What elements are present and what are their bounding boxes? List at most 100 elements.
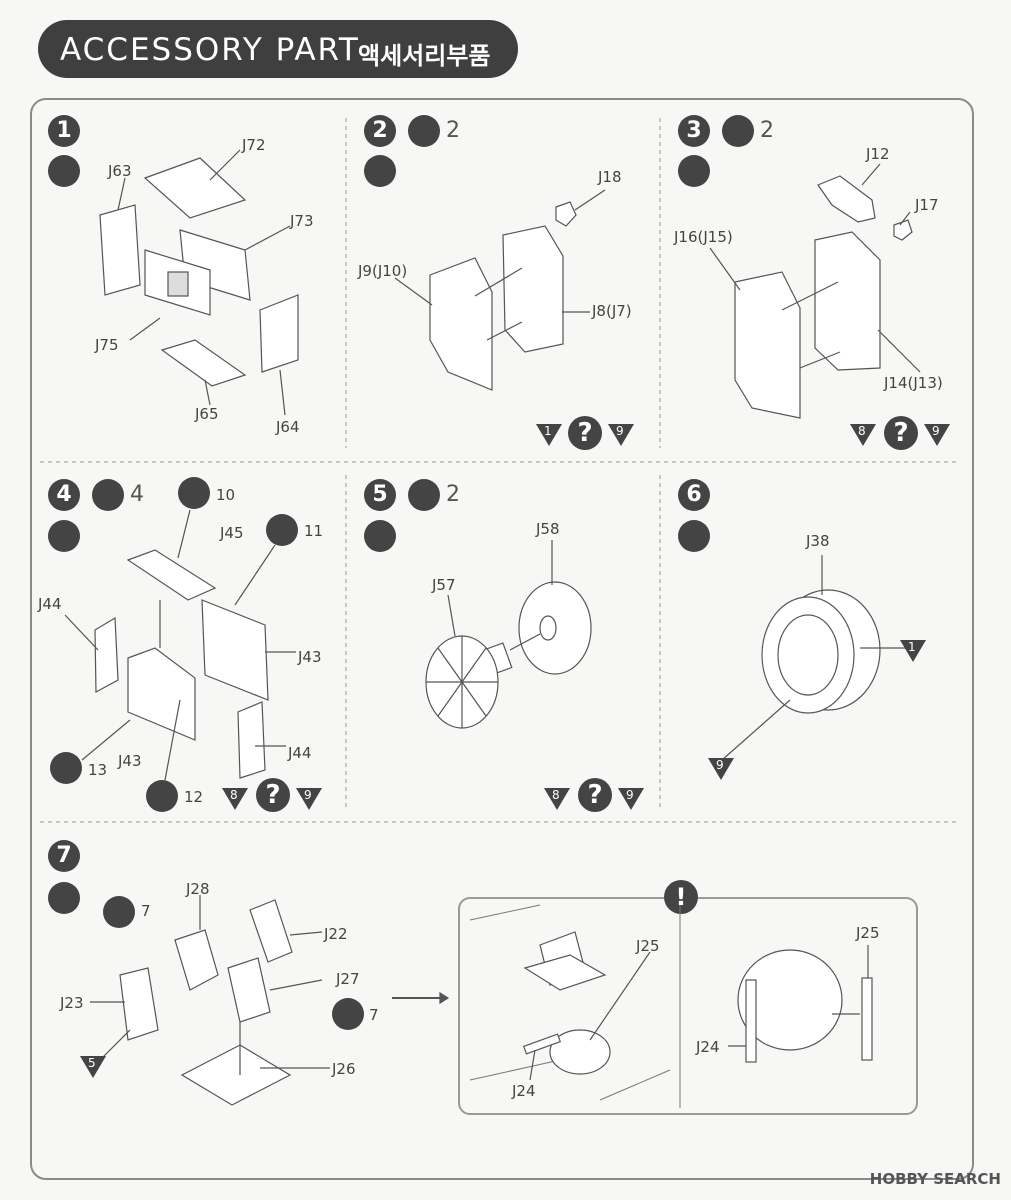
part-label: J26 — [332, 1060, 356, 1078]
glue-icon — [364, 155, 396, 187]
step-number: 6 — [678, 479, 710, 511]
step-number: 4 — [48, 479, 80, 511]
part-label: J18 — [598, 168, 622, 186]
triangle-ref-icon — [296, 788, 322, 810]
triangle-ref-label: 8 — [858, 424, 866, 438]
triangle-ref-icon — [536, 424, 562, 446]
star-number: 7 — [141, 902, 151, 920]
glue-icon — [678, 155, 710, 187]
part-label: J16(J15) — [674, 228, 733, 246]
triangle-ref-icon — [608, 424, 634, 446]
triangle-ref-label: 5 — [88, 1056, 96, 1070]
part-label: J43 — [118, 752, 142, 770]
repeat-icon — [92, 479, 124, 511]
part-label: J64 — [276, 418, 300, 436]
part-label: J73 — [290, 212, 314, 230]
part-label: J9(J10) — [358, 262, 408, 280]
triangle-ref-label: 9 — [626, 788, 634, 802]
triangle-ref-label: 8 — [230, 788, 238, 802]
question-icon: ? — [568, 416, 602, 450]
star-icon — [103, 896, 135, 928]
question-icon: ? — [884, 416, 918, 450]
glue-icon — [48, 155, 80, 187]
part-label: J45 — [220, 524, 244, 542]
star-icon — [266, 514, 298, 546]
part-label: J23 — [60, 994, 84, 1012]
part-label: J28 — [186, 880, 210, 898]
star-number: 10 — [216, 486, 236, 504]
repeat-icon — [722, 115, 754, 147]
part-label: J44 — [38, 595, 62, 613]
triangle-ref-icon — [924, 424, 950, 446]
part-label: J24 — [696, 1038, 720, 1056]
glue-icon — [48, 520, 80, 552]
part-label: J75 — [95, 336, 119, 354]
repeat-count: 2 — [760, 118, 774, 143]
watermark: HOBBY SEARCH — [869, 1170, 1001, 1188]
repeat-count: 4 — [130, 482, 144, 507]
star-number: 13 — [88, 761, 108, 779]
part-label: J17 — [915, 196, 939, 214]
repeat-count: 2 — [446, 118, 460, 143]
star-icon — [50, 752, 82, 784]
triangle-ref-label: 9 — [304, 788, 312, 802]
part-label: J38 — [806, 532, 830, 550]
step-number: 3 — [678, 115, 710, 147]
question-icon: ? — [256, 778, 290, 812]
part-label: J25 — [636, 937, 660, 955]
triangle-ref-icon — [618, 788, 644, 810]
star-icon — [332, 998, 364, 1030]
step-number: 1 — [48, 115, 80, 147]
warning-icon: ! — [664, 880, 698, 914]
star-number: 12 — [184, 788, 204, 806]
star-icon — [178, 477, 210, 509]
part-label: J12 — [866, 145, 890, 163]
triangle-ref-label: 9 — [932, 424, 940, 438]
triangle-ref-icon — [222, 788, 248, 810]
triangle-ref-icon — [544, 788, 570, 810]
section-title: ACCESSORY PART 액세서리부품 — [38, 20, 518, 78]
triangle-ref-icon — [708, 758, 734, 780]
star-number: 11 — [304, 522, 324, 540]
part-label: J43 — [298, 648, 322, 666]
glue-icon — [48, 882, 80, 914]
part-label: J22 — [324, 925, 348, 943]
repeat-count: 2 — [446, 482, 460, 507]
triangle-ref-icon — [850, 424, 876, 446]
part-label: J63 — [108, 162, 132, 180]
part-label: J27 — [336, 970, 360, 988]
title-korean: 액세서리부품 — [358, 42, 491, 70]
glue-icon — [678, 520, 710, 552]
title-english: ACCESSORY PART — [60, 32, 360, 68]
glue-icon — [364, 520, 396, 552]
steps-panel — [30, 98, 974, 1180]
part-label: J25 — [856, 924, 880, 942]
part-label: J65 — [195, 405, 219, 423]
part-label: J72 — [242, 136, 266, 154]
triangle-ref-icon — [900, 640, 926, 662]
star-number: 7 — [369, 1006, 379, 1024]
triangle-ref-label: 1 — [908, 640, 916, 654]
step-number: 5 — [364, 479, 396, 511]
triangle-ref-label: 9 — [616, 424, 624, 438]
triangle-ref-label: 1 — [544, 424, 552, 438]
triangle-ref-label: 8 — [552, 788, 560, 802]
question-icon: ? — [578, 778, 612, 812]
star-icon — [146, 780, 178, 812]
part-label: J8(J7) — [592, 302, 632, 320]
step-number: 7 — [48, 840, 80, 872]
part-label: J44 — [288, 744, 312, 762]
part-label: J24 — [512, 1082, 536, 1100]
part-label: J58 — [536, 520, 560, 538]
triangle-ref-icon — [80, 1056, 106, 1078]
